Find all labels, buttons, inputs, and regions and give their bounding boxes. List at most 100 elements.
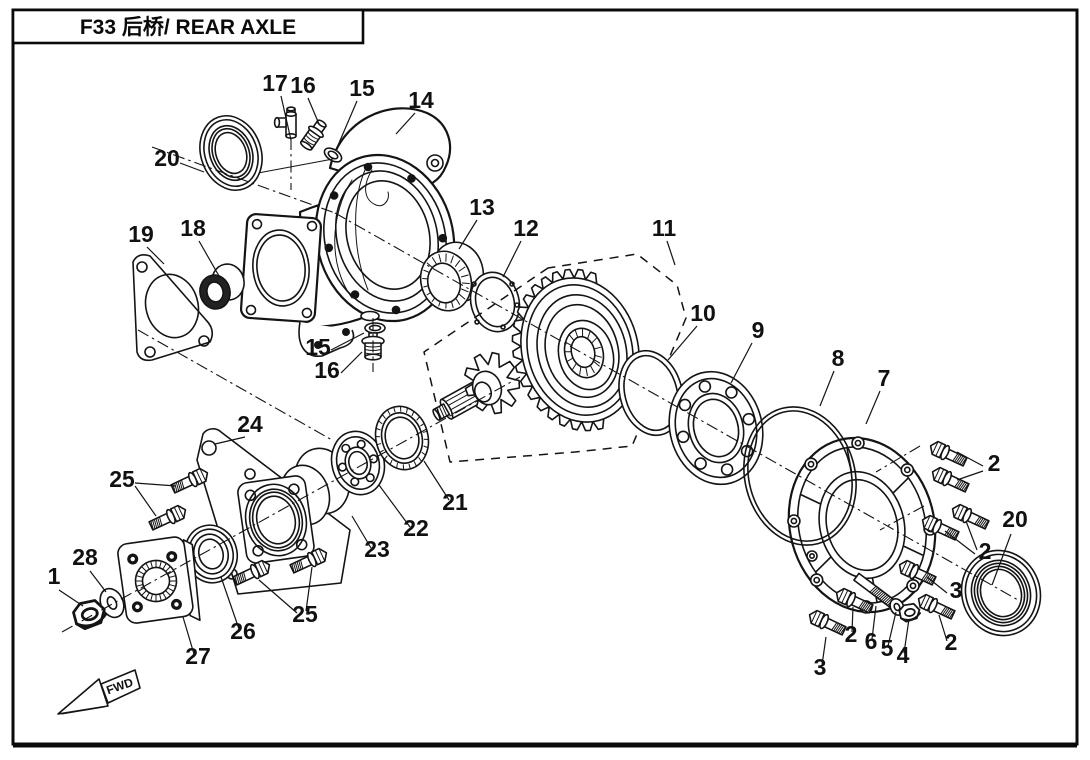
part-callout-2[interactable]: 2	[945, 629, 958, 655]
leader-line	[395, 112, 416, 135]
part-callout-6[interactable]: 6	[865, 628, 878, 654]
leader-line	[821, 636, 827, 666]
leader-line	[305, 566, 313, 612]
part-callout-24[interactable]: 24	[237, 411, 263, 437]
leader-line	[307, 97, 320, 125]
leader-line	[89, 570, 107, 593]
part-callout-20[interactable]: 20	[154, 145, 180, 171]
leader-line	[956, 451, 984, 467]
bolt-3	[805, 607, 849, 639]
bearing-18	[199, 263, 245, 310]
drive-flange-27	[117, 536, 201, 624]
leader-line	[871, 605, 877, 640]
flange-spline	[135, 560, 177, 602]
part-callout-5[interactable]: 5	[881, 635, 894, 661]
part-callout-18[interactable]: 18	[180, 215, 206, 241]
leader-line	[146, 246, 165, 265]
leader-line	[458, 219, 478, 250]
leader-line	[280, 95, 292, 141]
fwd-marker: FWD	[57, 669, 141, 715]
part-callout-20[interactable]: 20	[1002, 506, 1028, 532]
leader-line	[851, 606, 854, 633]
leader-line	[198, 240, 220, 277]
leader-line	[819, 370, 835, 407]
lock-ring-21	[374, 405, 430, 471]
leader-line	[258, 579, 298, 614]
filler-plug	[299, 119, 327, 151]
part-callout-9[interactable]: 9	[752, 317, 765, 343]
drain-washer	[364, 322, 386, 334]
leader-line	[926, 576, 948, 594]
leader-line	[378, 484, 411, 528]
leader-line	[965, 520, 978, 551]
part-callout-10[interactable]: 10	[690, 300, 716, 326]
leader-line	[134, 485, 157, 517]
leader-line	[182, 616, 195, 655]
leader-line	[944, 530, 976, 555]
part-callout-28[interactable]: 28	[72, 544, 98, 570]
part-callout-1[interactable]: 1	[48, 563, 61, 589]
cover-gasket-8	[743, 406, 857, 546]
leader-line	[938, 614, 948, 642]
part-callout-16[interactable]: 16	[314, 357, 340, 383]
leader-line	[220, 576, 240, 630]
leader-line	[340, 351, 363, 374]
ball-bearing-9	[668, 370, 764, 486]
part-callout-15[interactable]: 15	[305, 334, 331, 360]
leader-line	[903, 618, 910, 654]
leader-line	[865, 390, 881, 425]
part-callout-19[interactable]: 19	[128, 221, 154, 247]
part-callout-7[interactable]: 7	[878, 365, 891, 391]
housing-left-flange	[239, 213, 323, 323]
pinion-gear	[432, 351, 521, 421]
part-callout-25[interactable]: 25	[109, 466, 135, 492]
centerlines	[61, 138, 1019, 633]
part-callout-2[interactable]: 2	[988, 450, 1001, 476]
part-callout-11[interactable]: 11	[652, 215, 677, 241]
bolt-2	[926, 438, 970, 470]
part-callout-26[interactable]: 26	[230, 618, 256, 644]
sealing-washer	[323, 147, 343, 163]
bolt-25	[168, 465, 212, 497]
page-title: F33 后桥/ REAR AXLE	[80, 15, 296, 39]
leader-line	[58, 589, 84, 607]
leader-line	[887, 611, 897, 647]
part-callout-21[interactable]: 21	[442, 489, 468, 515]
bolt-25	[146, 502, 190, 534]
leader-line	[134, 482, 177, 487]
leader-line	[335, 100, 358, 151]
part-callout-14[interactable]: 14	[408, 87, 434, 113]
leader-line	[502, 240, 522, 278]
part-callout-16[interactable]: 16	[290, 72, 316, 98]
housing-foot-tab	[298, 321, 355, 357]
part-callout-25[interactable]: 25	[292, 601, 318, 627]
part-callout-12[interactable]: 12	[513, 215, 539, 241]
gear-case-housing	[239, 107, 456, 357]
leader-line	[991, 533, 1012, 586]
gasket-19	[132, 254, 214, 362]
fwd-arrow-shaft	[100, 669, 141, 704]
part-callout-22[interactable]: 22	[403, 515, 429, 541]
leader-line	[423, 460, 450, 501]
shim-ring-12	[469, 271, 521, 333]
part-callout-2[interactable]: 2	[979, 538, 992, 564]
part-callout-17[interactable]: 17	[262, 70, 288, 96]
part-callout-13[interactable]: 13	[469, 194, 495, 220]
alignment-line	[257, 158, 334, 174]
leader-line	[730, 342, 753, 384]
part-callout-4[interactable]: 4	[897, 642, 910, 668]
oil-seal-left	[199, 115, 263, 191]
part-callout-15[interactable]: 15	[349, 75, 375, 101]
leader-line	[351, 515, 372, 549]
part-callout-2[interactable]: 2	[845, 621, 858, 647]
part-callout-3[interactable]: 3	[814, 654, 827, 680]
oil-seal-right	[960, 549, 1042, 637]
part-callout-3[interactable]: 3	[950, 577, 963, 603]
part-callout-23[interactable]: 23	[364, 536, 390, 562]
part-callout-8[interactable]: 8	[832, 345, 845, 371]
leader-line	[956, 470, 984, 481]
part-callout-27[interactable]: 27	[185, 643, 211, 669]
drain-boss	[360, 310, 380, 322]
